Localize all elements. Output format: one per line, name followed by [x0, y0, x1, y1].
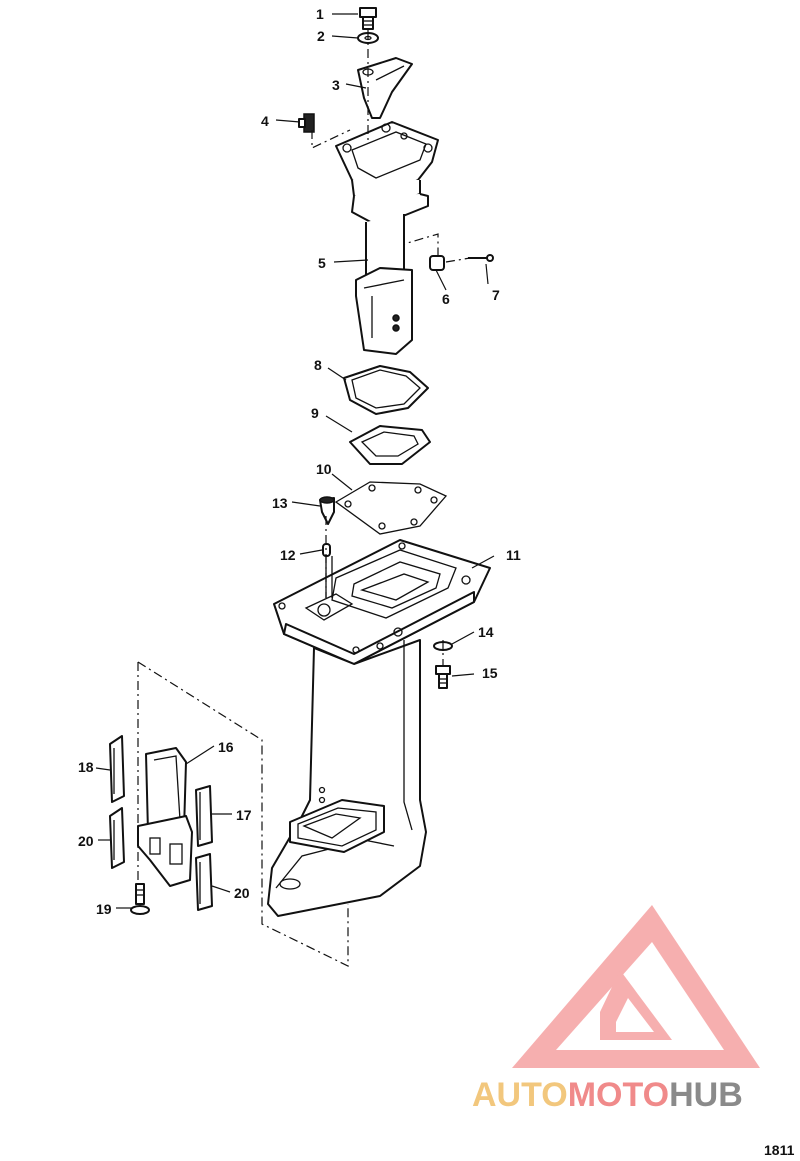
callout-11: 11	[506, 547, 521, 563]
callout-18: 18	[78, 759, 94, 775]
callout-10: 10	[316, 461, 332, 477]
part-9-seal	[349, 425, 431, 465]
part-7-pin	[468, 254, 494, 262]
assembly-lines	[137, 30, 471, 967]
watermark-text-moto: MOTO	[567, 1076, 670, 1114]
part-20-rubber-mount-right	[195, 853, 213, 911]
driveshaft-housing	[267, 639, 427, 917]
part-13-fitting	[319, 496, 335, 525]
part-16-bracket	[137, 747, 193, 887]
callout-19: 19	[96, 901, 112, 917]
callout-20-right: 20	[234, 885, 250, 901]
callout-7: 7	[492, 287, 500, 303]
callout-14: 14	[478, 624, 494, 640]
callout-labels: 1 2 3 4 5 6 7 8 9 10 11 12 13 14 15 16 1…	[78, 6, 521, 917]
part-10-gasket	[334, 481, 448, 535]
part-3-cover	[357, 57, 413, 119]
callout-20-left: 20	[78, 833, 94, 849]
callout-2: 2	[317, 28, 325, 44]
callout-15: 15	[482, 665, 498, 681]
part-19-bolt	[130, 883, 150, 915]
part-17-rubber-mount	[195, 785, 213, 847]
callout-1: 1	[316, 6, 324, 22]
callout-9: 9	[311, 405, 319, 421]
callout-8: 8	[314, 357, 322, 373]
watermark-text-hub: HUB	[669, 1076, 743, 1114]
part-8-gasket	[343, 365, 429, 415]
part-20-rubber-mount-left	[109, 807, 125, 869]
part-4-bolt	[298, 113, 315, 133]
watermark-text-auto: AUTO	[472, 1076, 568, 1114]
callout-5: 5	[318, 255, 326, 271]
callout-4: 4	[261, 113, 269, 129]
part-6-sleeve	[429, 255, 445, 271]
watermark-logo	[512, 905, 760, 1068]
callout-17: 17	[236, 807, 252, 823]
leader-lines	[95, 13, 495, 909]
part-18-rubber-mount	[109, 735, 125, 803]
part-11-adapter-plate	[273, 539, 491, 665]
callout-16: 16	[218, 739, 234, 755]
part-5-upper-housing	[335, 121, 439, 355]
callout-13: 13	[272, 495, 288, 511]
callout-6: 6	[442, 291, 450, 307]
part-15-bolt	[435, 665, 451, 689]
diagram-code: 1811	[764, 1142, 795, 1158]
watermark-text: AUTOMOTOHUB	[472, 1078, 743, 1112]
callout-3: 3	[332, 77, 340, 93]
part-1-bolt	[359, 7, 377, 30]
callout-12: 12	[280, 547, 296, 563]
